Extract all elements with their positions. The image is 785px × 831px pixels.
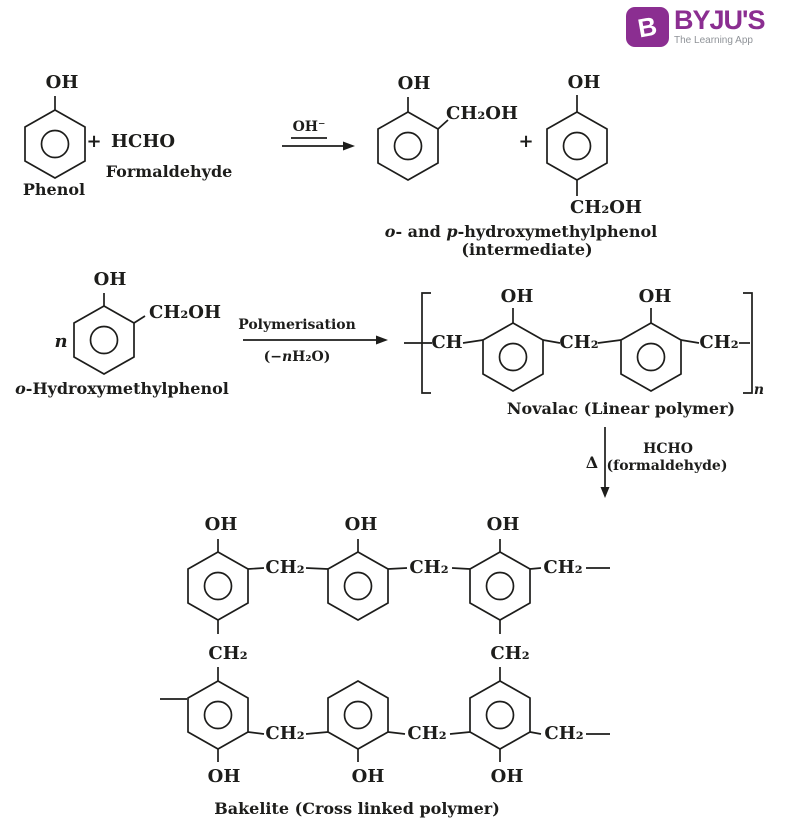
- bakelite-pendant-ch2-2: CH₂: [490, 643, 530, 664]
- para-ch2oh-label: CH₂OH: [570, 197, 642, 218]
- polymerisation-label: Polymerisation: [238, 317, 356, 333]
- bakelite-bottom-oh-2: OH: [351, 766, 385, 787]
- delta-label: Δ: [585, 453, 599, 472]
- intermediate-sublabel: (intermediate): [461, 240, 593, 259]
- water-loss-label: (−nH₂O): [263, 349, 331, 365]
- benzene-ring: [24, 109, 86, 179]
- benzene-ring: [187, 551, 249, 621]
- novalac-ch2-mid-label: CH₂: [559, 332, 599, 353]
- benzene-ring: [469, 551, 531, 621]
- bracket-left: [421, 292, 431, 394]
- bakelite-bottom-oh-1: OH: [207, 766, 241, 787]
- plus-sign-2: +: [518, 131, 534, 152]
- bakelite-top-oh-2: OH: [344, 514, 378, 535]
- bakelite-bottom-ch2-1: CH₂: [265, 723, 305, 744]
- bakelite-bottom-ch2-3: CH₂: [544, 723, 584, 744]
- byjus-brand: BYJU'S: [674, 5, 765, 35]
- bakelite-top-oh-3: OH: [486, 514, 520, 535]
- formaldehyde-sublabel: (formaldehyde): [606, 458, 728, 474]
- reaction-arrow-2: [243, 335, 388, 345]
- monomer-coefficient: n: [54, 331, 68, 352]
- benzene-ring: [327, 551, 389, 621]
- novalac-ch2-end-label: CH₂: [699, 332, 739, 353]
- byjus-tagline: The Learning App: [674, 35, 753, 46]
- intermediate-name-label: o- and p-hydroxymethylphenol: [384, 222, 658, 241]
- ortho-ch2oh-label: CH₂OH: [446, 103, 518, 124]
- plus-sign-1: +: [86, 131, 102, 152]
- benzene-ring: [546, 111, 608, 181]
- benzene-ring: [187, 680, 249, 750]
- benzene-ring: [482, 322, 544, 392]
- novalac-repeat-subscript: n: [753, 382, 765, 398]
- phenol-oh-label: OH: [45, 72, 79, 93]
- benzene-ring: [620, 322, 682, 392]
- monomer-oh-label: OH: [93, 269, 127, 290]
- novalac-ch-label: CH: [431, 332, 463, 353]
- bakelite-top-ch2-2: CH₂: [409, 557, 449, 578]
- para-oh-label: OH: [567, 72, 601, 93]
- bakelite-top-ch2-3: CH₂: [543, 557, 583, 578]
- byjus-badge-icon: B: [626, 7, 669, 47]
- bakelite-bottom-ch2-2: CH₂: [407, 723, 447, 744]
- hydroxide-reagent-label: OH⁻: [292, 119, 326, 135]
- bakelite-top-oh-1: OH: [204, 514, 238, 535]
- byjus-logo: B BYJU'S The Learning App: [626, 5, 765, 47]
- hcho-reagent-label: HCHO: [643, 441, 693, 457]
- phenol-name-label: Phenol: [22, 180, 86, 199]
- novalac-name-label: Novalac (Linear polymer): [506, 399, 736, 418]
- formaldehyde-label: Formaldehyde: [105, 162, 233, 181]
- ortho-oh-label: OH: [397, 73, 431, 94]
- novalac-oh-left-label: OH: [500, 286, 534, 307]
- bracket-right: [743, 292, 753, 394]
- benzene-ring: [377, 111, 439, 181]
- hcho-formula: HCHO: [110, 131, 176, 152]
- benzene-ring: [469, 680, 531, 750]
- novalac-oh-right-label: OH: [638, 286, 672, 307]
- bakelite-pendant-ch2-1: CH₂: [208, 643, 248, 664]
- bakelite-bottom-oh-3: OH: [490, 766, 524, 787]
- bonds: [54, 95, 750, 762]
- monomer-name-label: o-Hydroxymethylphenol: [15, 379, 229, 398]
- reaction-arrow-down: [600, 427, 610, 498]
- bakelite-top-ch2-1: CH₂: [265, 557, 305, 578]
- monomer-ch2oh-label: CH₂OH: [149, 302, 221, 323]
- reaction-arrow-1: [282, 137, 355, 151]
- bakelite-name-label: Bakelite (Cross linked polymer): [214, 799, 500, 818]
- benzene-ring: [327, 680, 389, 750]
- benzene-ring: [73, 305, 135, 375]
